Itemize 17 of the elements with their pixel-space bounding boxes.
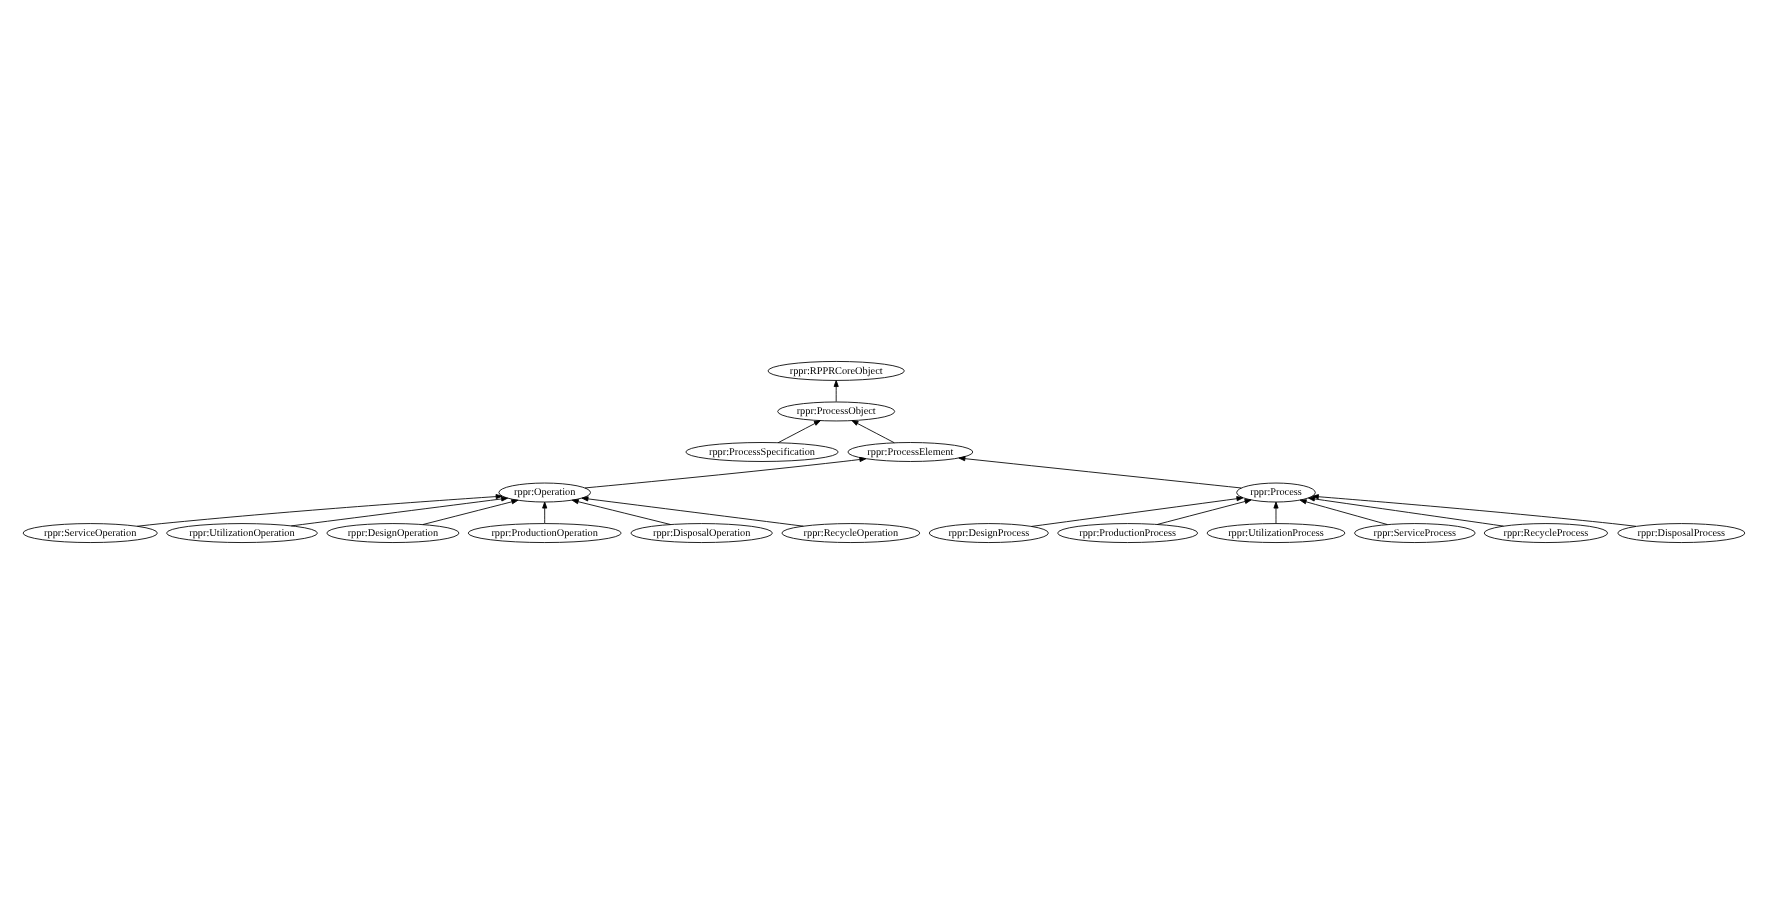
arrow [1308, 496, 1504, 527]
arrow [542, 501, 548, 524]
arrow [571, 499, 672, 525]
arrow [851, 420, 895, 444]
arrow [1031, 496, 1244, 527]
arrow [1273, 501, 1279, 524]
arrow [290, 496, 508, 527]
arrow [777, 420, 821, 444]
arrow [1156, 499, 1252, 525]
arrow [1311, 494, 1637, 527]
arrow [833, 380, 839, 403]
arrow [136, 494, 503, 527]
arrow [958, 456, 1242, 489]
arrow [584, 456, 867, 489]
arrow [1299, 499, 1388, 525]
arrow [422, 499, 519, 525]
arrow [581, 496, 804, 527]
